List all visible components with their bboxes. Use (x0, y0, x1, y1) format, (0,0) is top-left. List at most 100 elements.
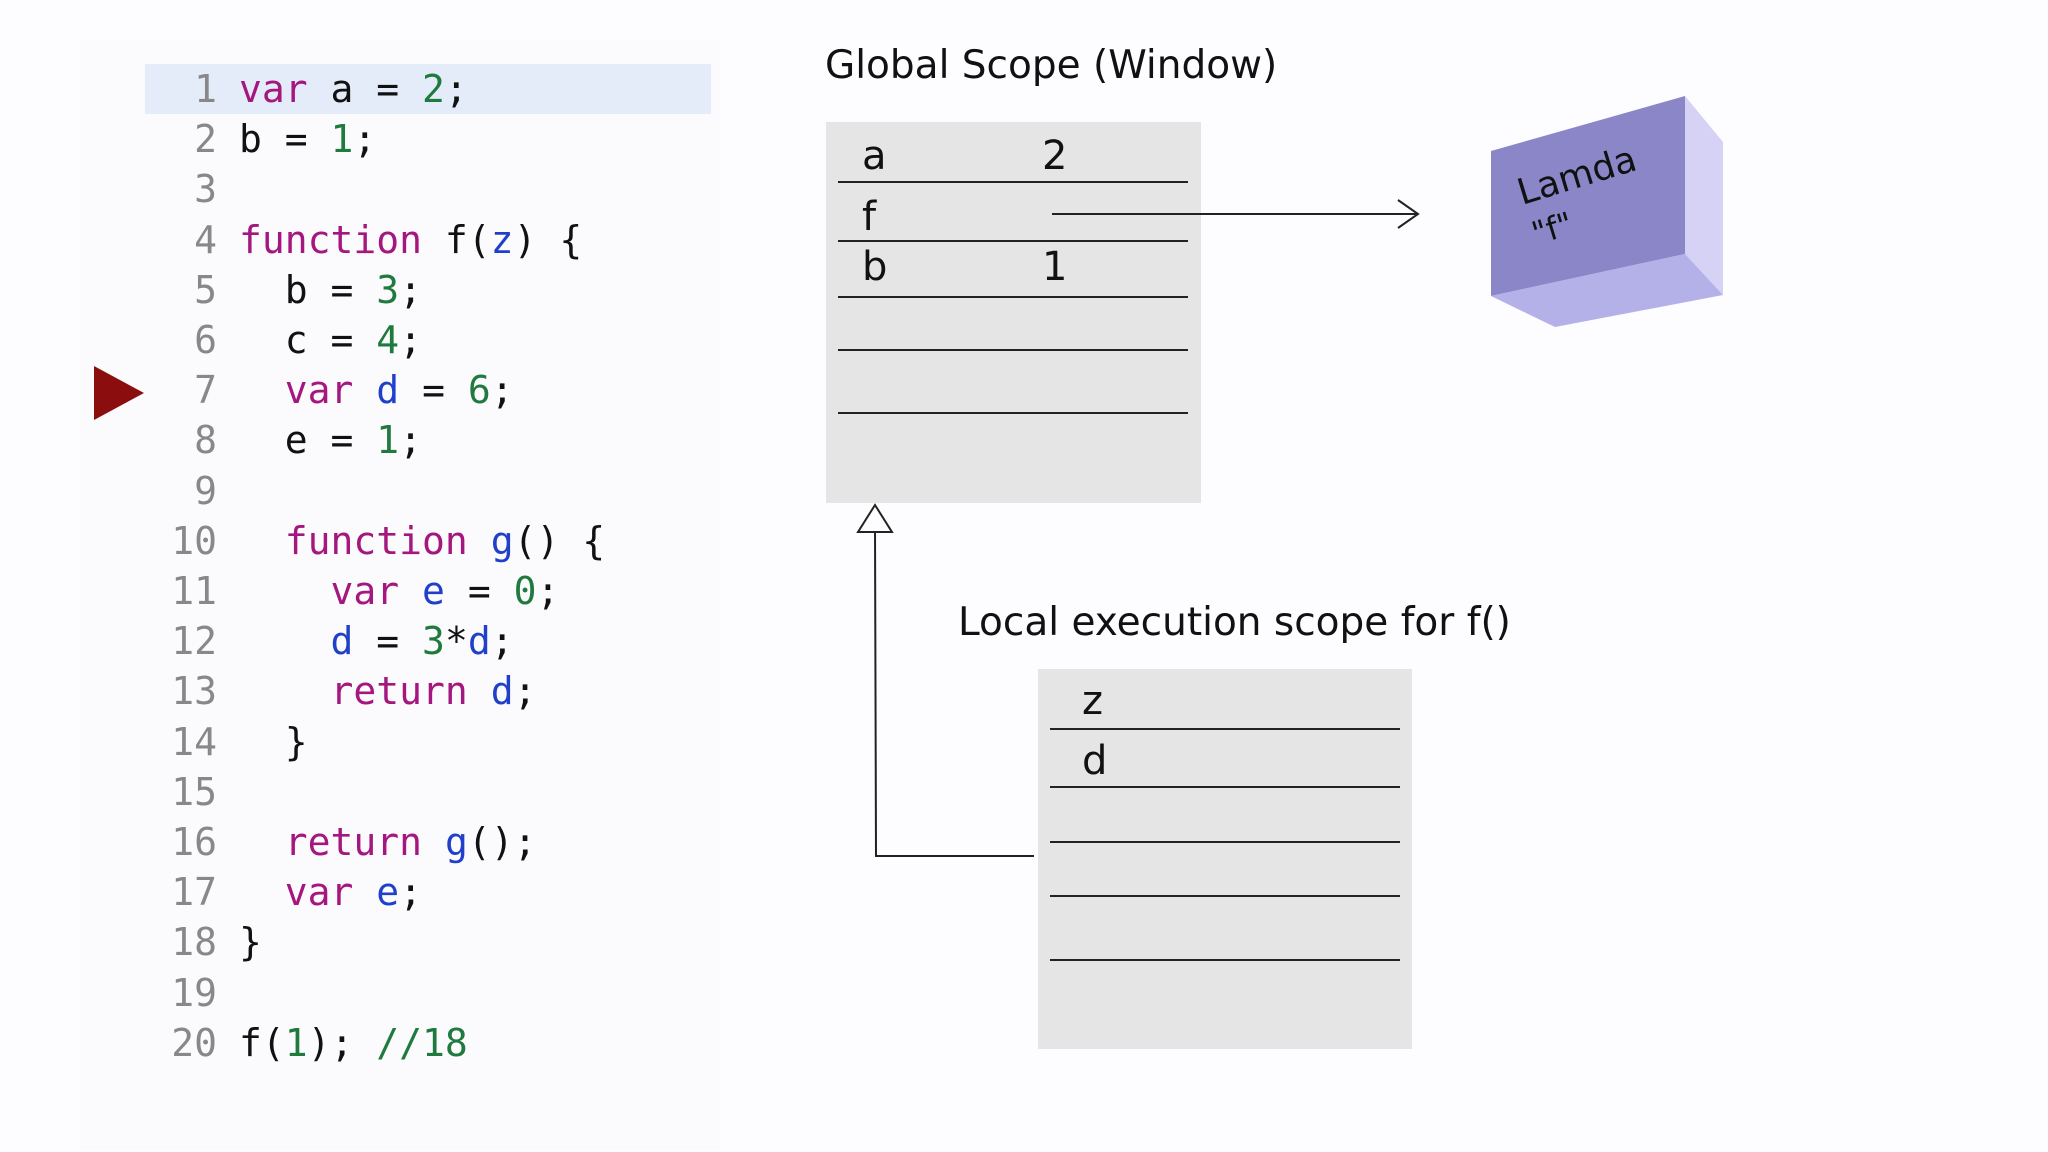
code-token: d (490, 669, 514, 714)
code-line: 7 var d = 6; (145, 365, 711, 415)
code-line: 9 (145, 466, 711, 516)
line-number: 12 (171, 619, 217, 664)
local-scope-box (1038, 669, 1412, 1049)
code-token: c = (239, 318, 377, 362)
code-token: f( (239, 1020, 285, 1065)
code-token: 3 (376, 267, 400, 312)
code-token: return (330, 669, 468, 714)
code-line: 13 return d; (145, 666, 711, 716)
code-token: ; (399, 267, 423, 312)
code-token: = (444, 569, 514, 613)
code-token: ; (490, 368, 514, 413)
code-token: a = (307, 67, 423, 111)
code-line: 12 d = 3*d; (145, 616, 711, 666)
code-token: (); (467, 820, 537, 864)
code-token: e = (239, 418, 377, 463)
code-token: ; (444, 67, 468, 111)
code-token: ; (513, 669, 537, 714)
line-number: 17 (171, 870, 217, 915)
code-token: 4 (376, 318, 400, 362)
code-token: 0 (513, 569, 537, 613)
scope-row-divider (838, 181, 1188, 183)
code-token: ); (307, 1020, 377, 1065)
code-line: 6 c = 4; (145, 315, 711, 365)
line-number: 16 (171, 820, 217, 864)
code-line: 5 b = 3; (145, 265, 711, 315)
code-token: d (376, 368, 400, 413)
code-panel (80, 40, 720, 1150)
scope-row-divider (1050, 959, 1400, 961)
code-token: 1 (284, 1020, 308, 1065)
code-token: var (239, 67, 308, 111)
local-scope-title: Local execution scope for f() (958, 600, 1511, 645)
line-number: 1 (194, 67, 217, 111)
variable-name: a (862, 133, 887, 179)
code-line: 15 (145, 767, 711, 817)
code-line: 19 (145, 968, 711, 1018)
code-token: () { (513, 518, 606, 563)
code-token: 1 (330, 117, 354, 162)
line-number: 7 (194, 368, 217, 413)
code-token: z (490, 217, 514, 262)
code-token: g (444, 820, 468, 864)
line-number: 3 (194, 167, 217, 212)
line-number: 19 (171, 970, 217, 1015)
scope-row-divider (1050, 786, 1400, 788)
code-token: 6 (467, 368, 491, 413)
line-number: 14 (171, 719, 217, 764)
code-token: //18 (376, 1020, 468, 1065)
code-token: return (284, 820, 423, 864)
variable-name: b (862, 244, 888, 290)
scope-chain-arrowhead-icon (856, 503, 894, 533)
code-token: ; (399, 418, 423, 463)
line-number: 11 (171, 569, 217, 613)
code-line: 8 e = 1; (145, 415, 711, 465)
scope-chain-arrow (874, 525, 1034, 857)
code-token: b = (239, 117, 331, 162)
variable-name: d (1082, 738, 1108, 784)
scope-row-divider (1050, 841, 1400, 843)
variable-name: z (1082, 678, 1103, 724)
code-token: function (239, 217, 423, 262)
code-token: var (330, 569, 400, 613)
code-line: 20 f(1); //18 (145, 1018, 711, 1068)
code-line: 10 function g() { (145, 516, 711, 566)
line-number: 10 (171, 518, 217, 563)
code-line: 3 (145, 164, 711, 214)
variable-value: 2 (1042, 133, 1068, 179)
scope-row-divider (838, 240, 1188, 242)
line-number: 4 (194, 217, 217, 262)
code-token: 2 (422, 67, 445, 111)
code-line: 16 return g(); (145, 817, 711, 867)
line-number: 2 (194, 117, 217, 162)
code-token: ; (536, 569, 560, 613)
scope-row-divider (1050, 895, 1400, 897)
execution-pointer-icon (94, 366, 144, 420)
code-token: function (284, 518, 468, 563)
code-token: f( (422, 217, 491, 262)
code-token: = (353, 619, 423, 664)
scope-row-divider (838, 296, 1188, 298)
code-line: 11 var e = 0; (145, 566, 711, 616)
code-token: e (376, 870, 400, 915)
line-number: 5 (194, 267, 217, 312)
line-number: 20 (171, 1020, 217, 1065)
line-number: 6 (194, 318, 217, 362)
code-token: = (399, 368, 468, 413)
variable-name: f (862, 194, 877, 240)
line-number: 15 (171, 769, 217, 814)
code-token: d (330, 619, 354, 664)
code-token: } (239, 719, 308, 764)
code-line: 18} (145, 917, 711, 967)
code-token: var (284, 870, 354, 915)
variable-value: 1 (1042, 244, 1068, 290)
code-token: ; (399, 870, 423, 915)
scope-row-divider (838, 349, 1188, 351)
code-token: ; (490, 619, 514, 664)
line-number: 8 (194, 418, 217, 463)
code-line: 14 } (145, 717, 711, 767)
line-number: 9 (194, 468, 217, 513)
